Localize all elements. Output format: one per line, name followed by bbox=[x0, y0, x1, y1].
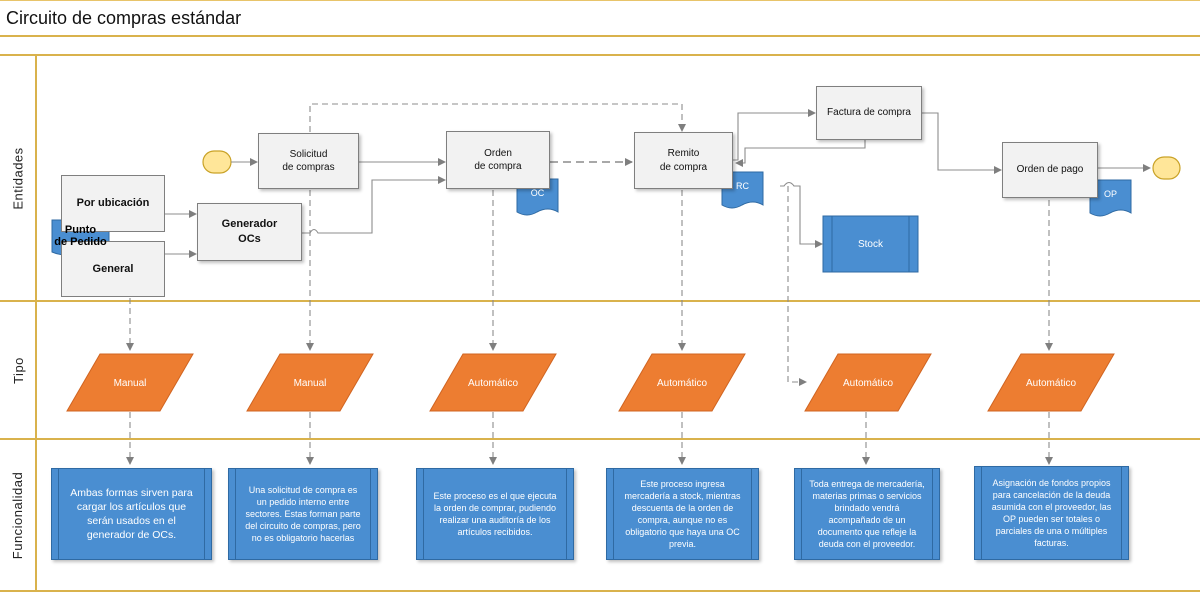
funcionalidad-box-3: Este proceso es el que ejecuta la orden … bbox=[416, 468, 574, 560]
por-ubicacion-box: Por ubicación bbox=[61, 175, 165, 232]
dashed-connectors bbox=[126, 103, 1053, 465]
tipo-label-3: Automático bbox=[467, 377, 519, 389]
connector-factura-ordenpago bbox=[922, 112, 1002, 174]
op-document-shape bbox=[1089, 179, 1132, 217]
rc-document-label: RC bbox=[736, 181, 749, 191]
orden-pago-box: Orden de pago bbox=[1002, 142, 1098, 198]
tipo-shape-6 bbox=[987, 353, 1115, 412]
lane-tipo-text: Tipo bbox=[10, 357, 26, 384]
punto-de-pedido-label: Punto de Pedido bbox=[54, 223, 107, 248]
tipo-label-2: Manual bbox=[293, 377, 327, 389]
orden-compra-box: Orden de compra bbox=[446, 131, 550, 189]
funcionalidad-box-4: Este proceso ingresa mercadería a stock,… bbox=[606, 468, 759, 560]
tipo-shape-4 bbox=[618, 353, 746, 412]
connector-factura-remito bbox=[735, 140, 866, 167]
diagram-title: Circuito de compras estándar bbox=[6, 8, 242, 28]
title-bar: Circuito de compras estándar bbox=[0, 0, 1200, 37]
tipo-shape-3 bbox=[429, 353, 557, 412]
general-box: General bbox=[61, 241, 165, 297]
oc-document-label: OC bbox=[530, 188, 545, 198]
tipo-label-4: Automático bbox=[656, 377, 708, 389]
end-terminator bbox=[1152, 156, 1181, 180]
funcionalidad-box-2: Una solicitud de compra es un pedido int… bbox=[228, 468, 378, 560]
solicitud-compras-box: Solicitud de compras bbox=[258, 133, 359, 189]
tipo-shape-2 bbox=[246, 353, 374, 412]
remito-compra-box: Remito de compra bbox=[634, 132, 733, 189]
tipo-label-1: Manual bbox=[113, 377, 147, 389]
tipo-label-5: Automático bbox=[842, 377, 894, 389]
factura-compra-box: Factura de compra bbox=[816, 86, 922, 140]
funcionalidad-box-6: Asignación de fondos propios para cancel… bbox=[974, 466, 1129, 560]
op-document-label: OP bbox=[1103, 189, 1117, 199]
lane-funcionalidad-text: Funcionalidad bbox=[10, 471, 26, 560]
stock-label: Stock bbox=[857, 238, 883, 250]
lane-label-funcionalidad: Funcionalidad bbox=[0, 440, 36, 591]
dashed-solicitud-remito bbox=[309, 103, 686, 132]
start-terminator bbox=[202, 150, 232, 174]
lane-label-entidades: Entidades bbox=[0, 56, 36, 301]
funcionalidad-box-1: Ambas formas sirven para cargar los artí… bbox=[51, 468, 212, 560]
lane-label-tipo: Tipo bbox=[0, 302, 36, 439]
lane-entidades-text: Entidades bbox=[10, 147, 26, 210]
stock-shape bbox=[822, 215, 919, 273]
dashed-entidad-tipo-5 bbox=[787, 186, 807, 386]
connector-remito-stock bbox=[780, 181, 823, 248]
funcionalidad-box-5: Toda entrega de mercadería, materias pri… bbox=[794, 468, 940, 560]
tipo-shape-1 bbox=[66, 353, 194, 412]
tipo-label-6: Automático bbox=[1025, 377, 1077, 389]
tipo-shape-5 bbox=[804, 353, 932, 412]
tipo-shapes bbox=[66, 353, 1115, 412]
swimlane-frame bbox=[0, 54, 1200, 592]
generador-ocs-box: Generador OCs bbox=[197, 203, 302, 261]
